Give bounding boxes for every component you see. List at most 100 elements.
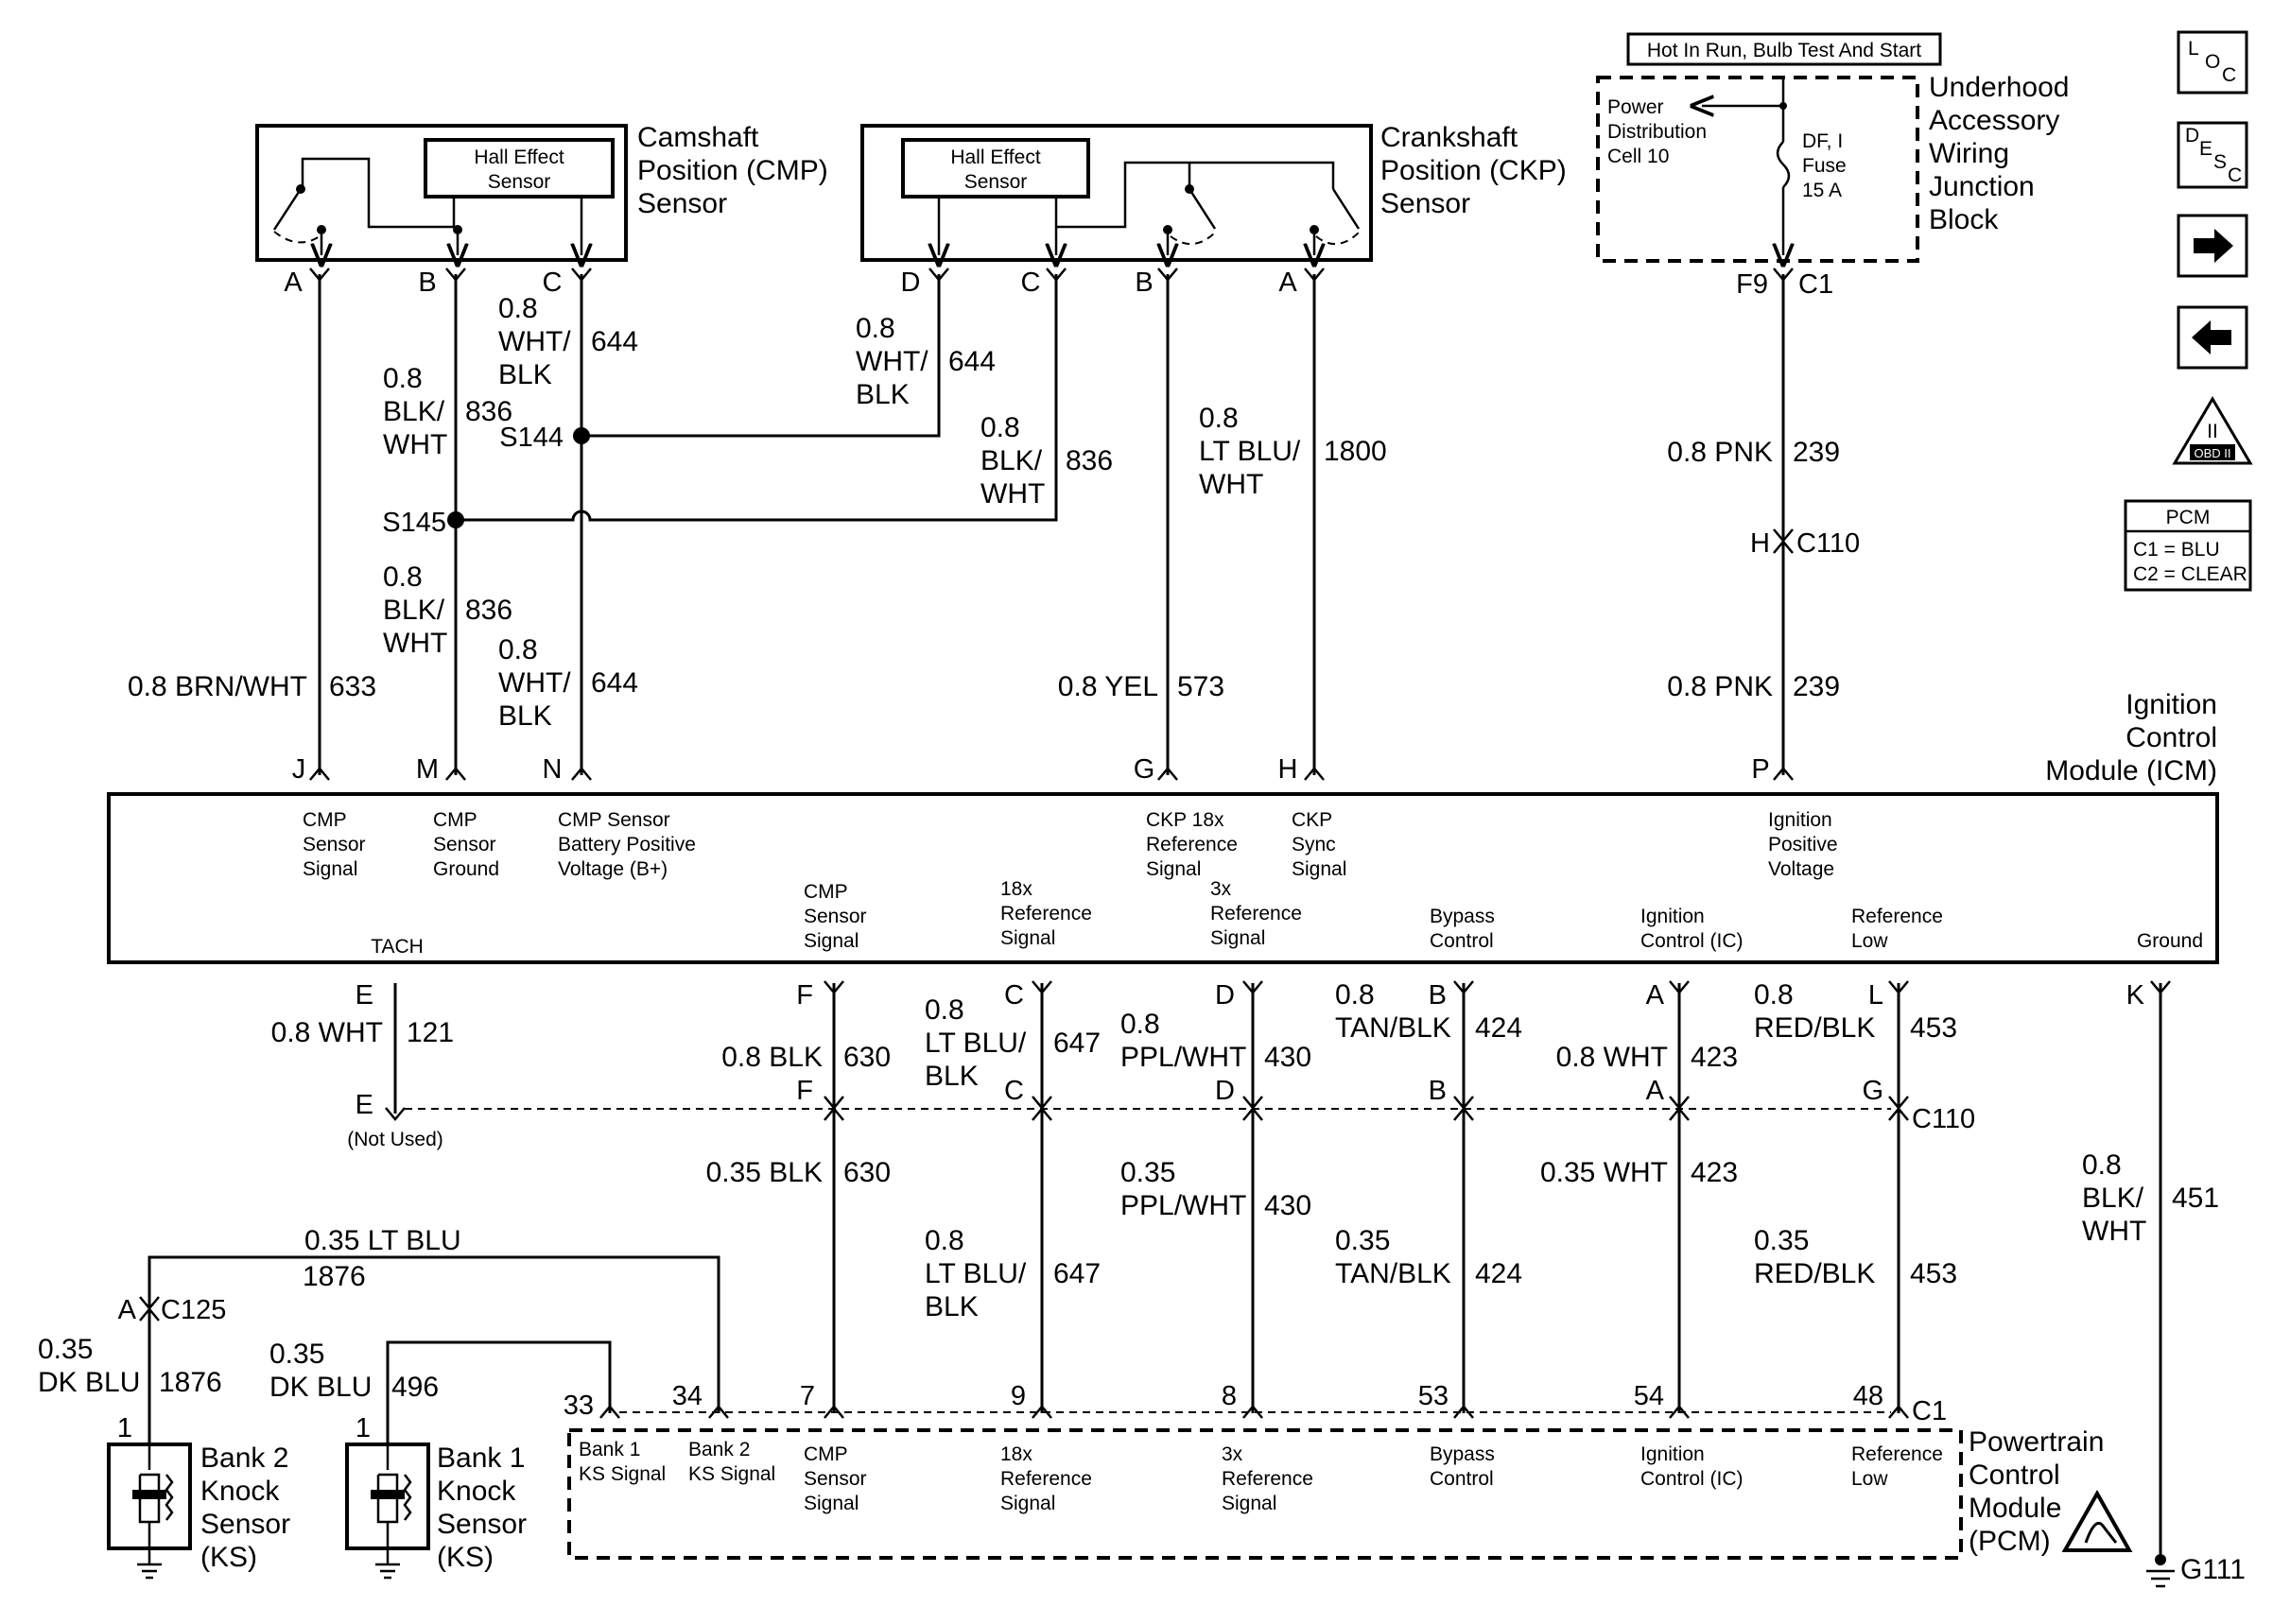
junction-title-1: Underhood bbox=[1929, 72, 2069, 103]
icm-bottom-pin-c: C bbox=[1004, 980, 1024, 1011]
loc-letter-o: O bbox=[2205, 51, 2220, 73]
obd-badge[interactable]: II OBD II bbox=[2172, 396, 2253, 465]
pcm-pin-48: 48 bbox=[1853, 1381, 1883, 1411]
wire-1800-circuit: 1800 bbox=[1324, 436, 1387, 467]
wire-424-lower-color: TAN/BLK bbox=[1335, 1258, 1451, 1289]
lower-wire-labels: 0.8 WHT 121 0.8 BLK 630 0.35 BLK 630 0.8… bbox=[38, 979, 2219, 1403]
desc-letter-c: C bbox=[2228, 164, 2242, 186]
splice-s144-dot bbox=[573, 427, 590, 444]
loc-letter-c: C bbox=[2222, 64, 2236, 86]
pdc-label-1: Power bbox=[1607, 96, 1664, 118]
desc-button[interactable]: D E S C bbox=[2177, 121, 2248, 189]
cmp-title-2: Position (CMP) bbox=[637, 155, 828, 186]
cmp-sensor: Hall Effect Sensor Camshaft Position (CM… bbox=[255, 122, 828, 298]
wire-453-lower-circuit: 453 bbox=[1910, 1258, 1957, 1289]
wire-430-upper-size: 0.8 bbox=[1120, 1009, 1160, 1040]
not-used-label: (Not Used) bbox=[347, 1129, 443, 1150]
icm-title-3: Module (ICM) bbox=[2045, 755, 2217, 786]
icm-bottom-cmp-1: CMP bbox=[804, 881, 848, 903]
obd-ii-icon bbox=[2172, 396, 2253, 465]
junction-title-3: Wiring bbox=[1929, 138, 2009, 169]
wire-836-m-size: 0.8 bbox=[383, 561, 423, 593]
wire-453-upper-color: RED/BLK bbox=[1754, 1012, 1875, 1044]
pcm-connector-key: PCM C1 = BLU C2 = CLEAR bbox=[2124, 499, 2252, 592]
c110-upper-pin: H bbox=[1750, 528, 1770, 559]
wire-644-c-color1: WHT/ bbox=[498, 326, 571, 357]
pcm-label-ic-2: Control (IC) bbox=[1640, 1468, 1744, 1490]
wire-496-size: 0.35 bbox=[269, 1339, 324, 1370]
upper-wires: S145 S144 H C110 bbox=[309, 268, 1860, 781]
icm-top-cmp-signal-2: Sensor bbox=[303, 834, 366, 855]
icm-top-ignpos-2: Positive bbox=[1768, 834, 1838, 855]
wire-453-upper-circuit: 453 bbox=[1910, 1012, 1957, 1044]
wire-423-upper-circuit: 423 bbox=[1691, 1042, 1738, 1073]
loc-button[interactable]: L O C bbox=[2177, 30, 2248, 95]
esd-warning-icon bbox=[2061, 1489, 2133, 1552]
pcm-pin-9: 9 bbox=[1011, 1381, 1026, 1411]
ckp-title-1: Crankshaft bbox=[1380, 122, 1518, 153]
pdc-label-2: Distribution bbox=[1607, 121, 1707, 143]
pcm-label-bypass-2: Control bbox=[1430, 1468, 1494, 1490]
wire-647-lower-size: 0.8 bbox=[925, 1225, 964, 1256]
wire-1876-drop-size: 0.35 bbox=[38, 1334, 93, 1365]
wire-836-m-color2: WHT bbox=[383, 628, 447, 659]
icm-bottom-cmp-3: Signal bbox=[804, 930, 859, 952]
pdc-label-3: Cell 10 bbox=[1607, 146, 1669, 167]
wire-453-lower-size: 0.35 bbox=[1754, 1225, 1809, 1256]
wire-239-upper-size: 0.8 PNK bbox=[1667, 437, 1773, 468]
icm-pin-n: N bbox=[543, 754, 563, 785]
junction-title-5: Block bbox=[1929, 204, 1999, 235]
desc-letter-s: S bbox=[2213, 151, 2227, 173]
wire-424-lower-circuit: 424 bbox=[1475, 1258, 1522, 1289]
wire-644-n-color1: WHT/ bbox=[498, 667, 571, 699]
ks-bank1-title-2: Knock bbox=[437, 1476, 516, 1507]
pcm-label-reflow-2: Low bbox=[1851, 1468, 1888, 1490]
icm-bottom-pin-b: B bbox=[1429, 980, 1447, 1011]
pcm-title-3: Module bbox=[1969, 1493, 2061, 1524]
c110-upper-label: C110 bbox=[1796, 528, 1860, 559]
wire-644-n-circuit: 644 bbox=[591, 667, 638, 699]
icm-bottom-pin-l: L bbox=[1868, 980, 1883, 1011]
wire-424-lower-size: 0.35 bbox=[1335, 1225, 1390, 1256]
wire-573-circuit: 573 bbox=[1177, 671, 1224, 702]
pcm-title-4: (PCM) bbox=[1969, 1526, 2051, 1557]
ground-g111-symbol bbox=[2146, 1554, 2175, 1588]
fuse-label-3: 15 A bbox=[1802, 180, 1842, 201]
ckp-pin-c: C bbox=[1021, 268, 1041, 298]
next-arrow-button[interactable] bbox=[2177, 214, 2248, 278]
desc-letter-d: D bbox=[2185, 125, 2199, 147]
wire-1800-size: 0.8 bbox=[1199, 403, 1239, 434]
wire-644-d-color1: WHT/ bbox=[856, 346, 928, 377]
ks-bank1-title-1: Bank 1 bbox=[437, 1443, 525, 1474]
pcm-label-cmp-3: Signal bbox=[804, 1493, 859, 1514]
pcm-label-ic-1: Ignition bbox=[1640, 1443, 1705, 1465]
icm-bottom-ic-1: Ignition bbox=[1640, 906, 1705, 927]
fuse-label-1: DF, I bbox=[1802, 130, 1843, 152]
wire-496-circuit: 496 bbox=[391, 1372, 439, 1403]
c110-pin-g: G bbox=[1862, 1076, 1883, 1106]
c110-pin-c: C bbox=[1004, 1076, 1024, 1106]
c110-lower-label: C110 bbox=[1912, 1104, 1975, 1134]
cmp-pin-c: C bbox=[543, 268, 563, 298]
junction-title-2: Accessory bbox=[1929, 105, 2059, 136]
ckp-pin-a: A bbox=[1278, 268, 1297, 298]
wire-424-upper-color: TAN/BLK bbox=[1335, 1012, 1451, 1044]
icm-top-cmp-ground-2: Sensor bbox=[433, 834, 496, 855]
wire-633-circuit: 633 bbox=[329, 671, 376, 702]
cmp-pin-b: B bbox=[418, 268, 436, 298]
wire-1876-run-size: 0.35 LT BLU bbox=[304, 1225, 461, 1256]
pcm-key-c1: C1 = BLU bbox=[2133, 539, 2220, 561]
ckp-sensor: Hall Effect Sensor Crankshaft Position (… bbox=[860, 122, 1567, 298]
c125-pin-a: A bbox=[118, 1295, 137, 1325]
prev-arrow-button[interactable] bbox=[2177, 305, 2248, 370]
icm-bottom-reflow-2: Low bbox=[1851, 930, 1888, 952]
pcm-label-3x-1: 3x bbox=[1222, 1443, 1243, 1465]
c110-pin-d: D bbox=[1215, 1076, 1235, 1106]
wire-647-upper-color2: BLK bbox=[925, 1061, 979, 1092]
pcm-label-cmp-2: Sensor bbox=[804, 1468, 867, 1490]
wire-453-upper-size: 0.8 bbox=[1754, 979, 1794, 1011]
ks-bank2-title-4: (KS) bbox=[200, 1542, 257, 1573]
junction-connector-c1: C1 bbox=[1798, 269, 1833, 300]
wire-424-upper-size: 0.8 bbox=[1335, 979, 1375, 1011]
junction-block: Hot In Run, Bulb Test And Start Power Di… bbox=[1596, 32, 2069, 300]
